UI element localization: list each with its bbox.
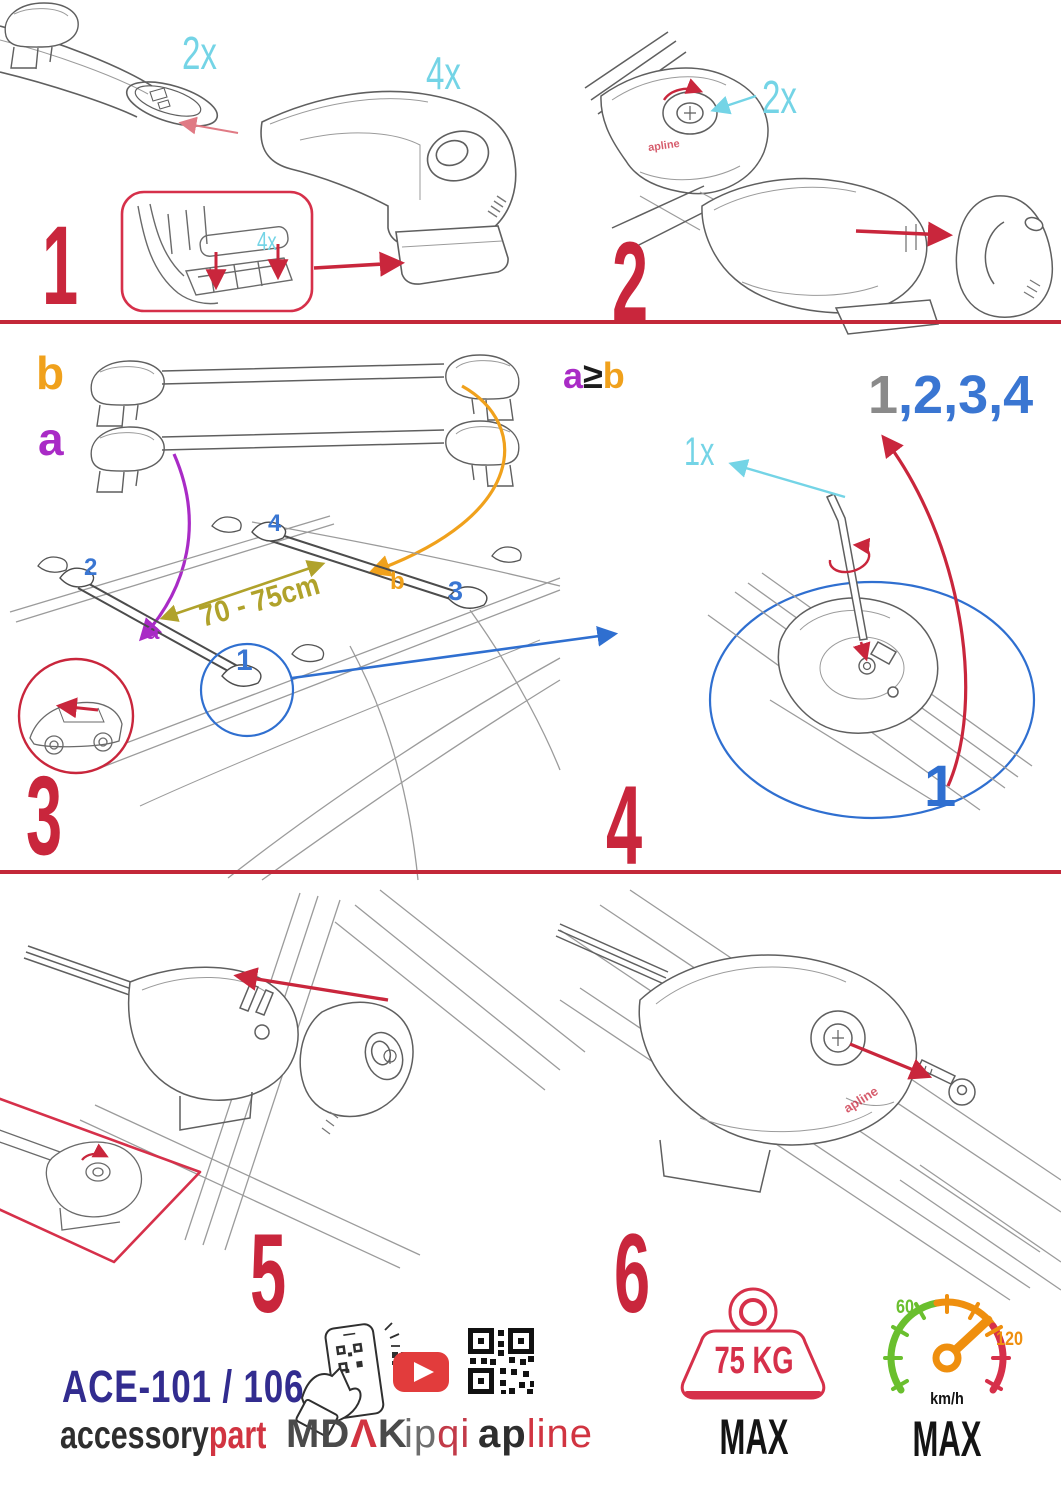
key-qty-arrow <box>728 459 846 499</box>
length-rule-label: a≥b <box>563 358 625 394</box>
roof-position-a: a <box>146 618 160 645</box>
lock-qty-arrow <box>710 94 757 115</box>
speedometer-icon <box>883 1294 1011 1394</box>
bar-a-position-arrow <box>138 453 191 642</box>
bar-b-position-arrow <box>367 384 507 577</box>
model-code: ACE-101 / 106 <box>62 1361 305 1412</box>
key-remove-arrow <box>849 1042 933 1080</box>
roof-position-3: 3 <box>448 576 464 606</box>
mdak-lambda: Λ <box>350 1412 378 1456</box>
rule-a: a <box>563 355 584 396</box>
brand-wordmark: accessorypart <box>60 1416 266 1455</box>
step-3-number: 3 <box>26 753 63 878</box>
roof-position-b: b <box>390 568 405 595</box>
ipqi-qi: qi <box>437 1412 471 1456</box>
apline-line: line <box>526 1412 593 1456</box>
cap-slide-arrow <box>233 967 389 1002</box>
torque-reference-1: 1 <box>924 754 957 819</box>
pad-to-foot-arrow <box>313 251 406 277</box>
detail-reference-1: 1 <box>236 644 253 677</box>
youtube-icon <box>393 1352 449 1392</box>
tightening-detail-inset <box>707 493 1036 820</box>
mdak-logo: MDΛK <box>286 1414 408 1454</box>
max-load-value: 75 KG <box>714 1340 794 1382</box>
bar-a-label: a <box>38 413 64 465</box>
sequence-first: 1 <box>868 365 899 425</box>
rubber-pad-inset <box>120 190 314 313</box>
speed-low-label: 60 <box>896 1297 914 1318</box>
roof-position-4: 4 <box>268 510 282 537</box>
step-4-number: 4 <box>606 763 643 888</box>
section-divider-1 <box>0 320 1061 324</box>
speed-high-label: 120 <box>996 1329 1023 1350</box>
step-1-number: 1 <box>42 203 79 328</box>
step-6-number: 6 <box>614 1211 651 1336</box>
endcap-insert-arrow <box>855 221 954 247</box>
sequence-arrow <box>881 434 968 787</box>
mdak-md: MD <box>286 1412 351 1456</box>
apline-ap: ap <box>478 1412 527 1456</box>
section-divider-2 <box>0 870 1061 874</box>
roof-position-2: 2 <box>84 554 98 581</box>
brand-part: part <box>208 1414 267 1457</box>
speed-unit-label: km/h <box>930 1389 964 1408</box>
mini-foot-shape <box>4 2 79 70</box>
foot-clamp-drawing <box>260 90 517 285</box>
ipqi-ip: ip <box>404 1412 438 1456</box>
key-drawing <box>916 1059 976 1106</box>
cross-bar-a-drawing <box>90 420 520 494</box>
bar-quantity-label: 2x <box>182 27 217 79</box>
distance-dimension-arrow <box>159 560 326 622</box>
detail-pointer-line <box>291 625 619 680</box>
car-roof-drawing <box>9 515 561 881</box>
key-quantity-label: 1x <box>684 430 715 474</box>
locked-foot-inset <box>0 1097 202 1264</box>
ipqi-logo: ipqi <box>404 1414 470 1454</box>
front-foot-highlight-circle <box>199 642 295 738</box>
apline-logo: apline <box>478 1414 593 1454</box>
car-direction-inset <box>17 657 135 775</box>
step-5-number: 5 <box>250 1211 287 1336</box>
lock-quantity-label: 2x <box>762 71 797 123</box>
tighten-sequence-label: 1,2,3,4 <box>868 368 1033 422</box>
foot-quantity-label: 4x <box>426 47 461 99</box>
cross-bar-b-drawing <box>90 354 520 428</box>
mdak-k: K <box>377 1412 408 1456</box>
pad-quantity-label: 4x <box>257 226 277 256</box>
rule-b: b <box>602 355 625 396</box>
brand-accessory: accessory <box>60 1414 209 1457</box>
qr-code <box>468 1328 534 1394</box>
rotate-key-arrow <box>828 537 871 574</box>
sequence-rest: ,2,3,4 <box>898 365 1034 425</box>
step-2-number: 2 <box>612 219 649 344</box>
foot-and-endcap-drawing <box>611 177 1053 335</box>
weight-limit-icon <box>680 1287 826 1400</box>
rule-operator: ≥ <box>583 355 603 396</box>
phone-qr-icon <box>295 1322 405 1437</box>
max-load-label: MAX <box>719 1409 789 1465</box>
bar-b-label: b <box>36 347 65 399</box>
bar-endcap-arrow <box>178 116 239 135</box>
speed-max-label: MAX <box>912 1411 982 1467</box>
